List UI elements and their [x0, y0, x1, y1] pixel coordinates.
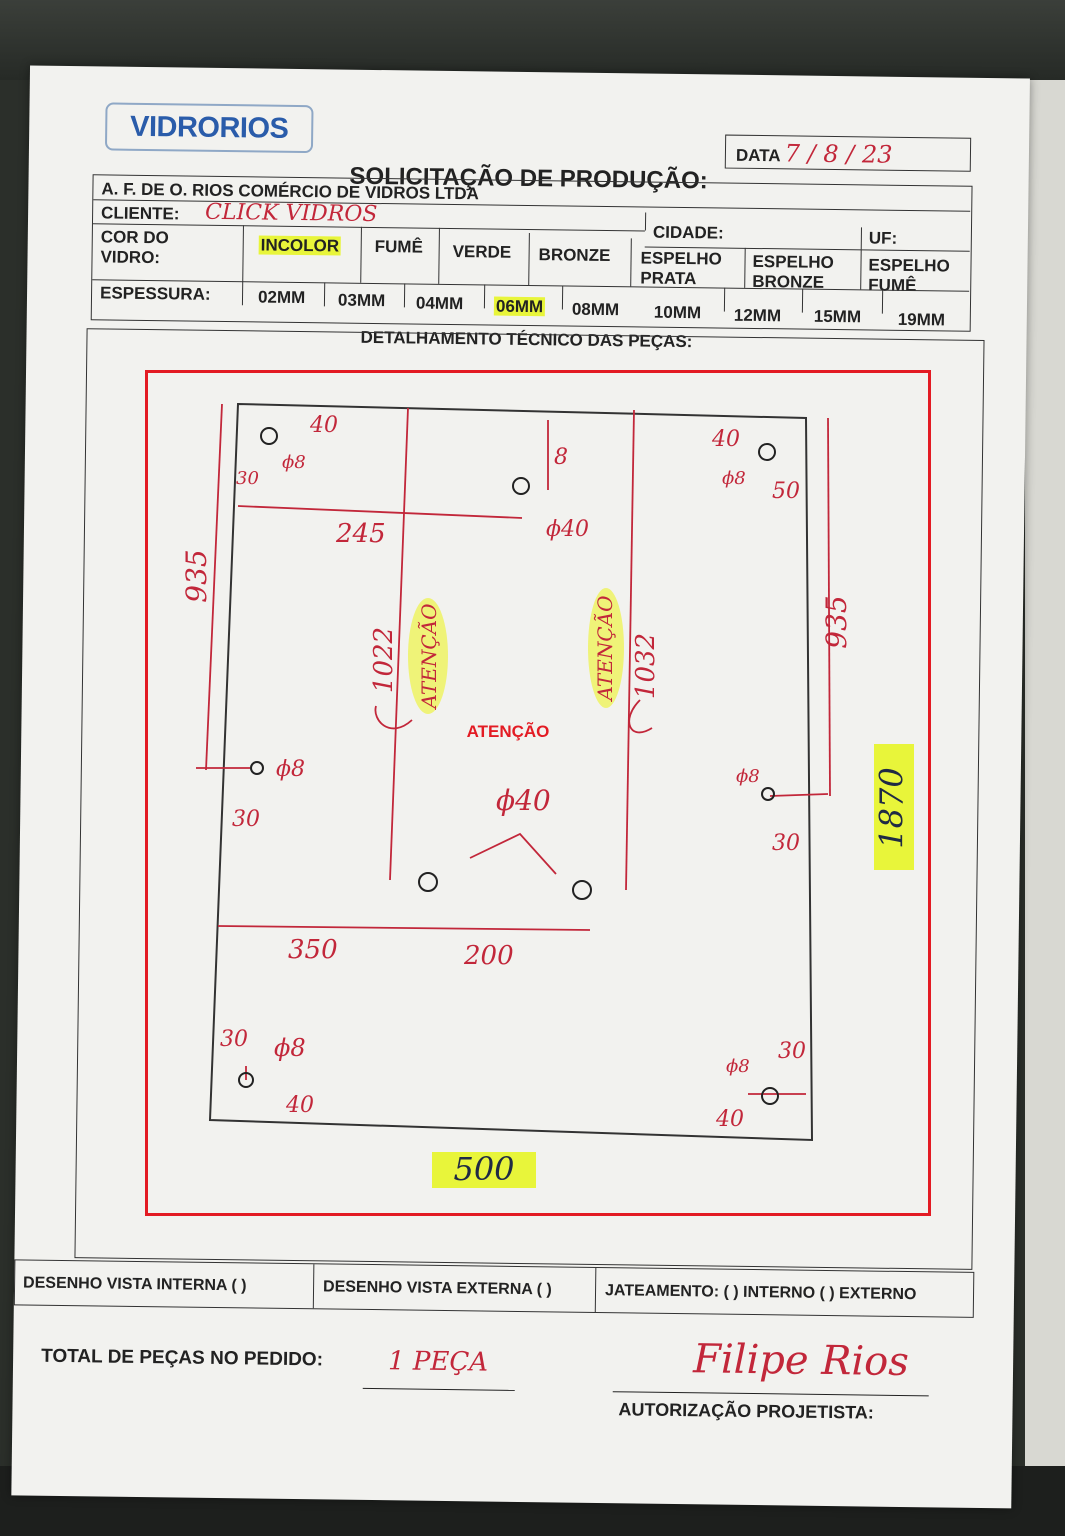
label-mr-phi8: ϕ8 — [736, 766, 760, 787]
hole-mid-left — [250, 761, 264, 775]
label-tr-phi8: ϕ8 — [722, 468, 746, 489]
drawing-labels: 40 30 ϕ8 8 ϕ40 245 40 ϕ8 50 935 935 1022… — [180, 413, 853, 1132]
label-tl-40: 40 — [309, 413, 338, 438]
hole-top-center — [512, 477, 530, 495]
hole-center-right — [572, 880, 592, 900]
label-br-30: 30 — [778, 1039, 806, 1064]
dim-line-1022 — [389, 407, 409, 881]
glass-panel-outline — [208, 402, 814, 1142]
label-height-1870: 1870 — [873, 767, 911, 848]
label-width-500: 500 — [453, 1150, 514, 1188]
overlay-attention-label: ATENÇÃO — [466, 722, 550, 741]
label-bl-30: 30 — [220, 1027, 248, 1052]
attention-highlight-left — [408, 598, 448, 714]
attention-note-left: ATENÇÃO — [417, 604, 441, 711]
dimension-lines — [196, 403, 831, 1095]
label-left-935: 935 — [180, 549, 213, 602]
dim-line-1032 — [625, 409, 635, 891]
label-tr-40: 40 — [711, 427, 740, 452]
label-245: 245 — [335, 519, 386, 549]
label-mr-30: 30 — [772, 831, 800, 856]
leader-1032 — [628, 699, 653, 734]
label-200: 200 — [463, 941, 514, 971]
annotation-box — [145, 370, 931, 1216]
width-highlight — [432, 1152, 536, 1188]
label-1022: 1022 — [369, 627, 399, 693]
attention-note-right: ATENÇÃO — [593, 596, 617, 703]
background-right — [1025, 80, 1065, 1536]
label-tl-30: 30 — [236, 468, 259, 489]
label-center-phi40: ϕ40 — [496, 784, 551, 817]
label-tl-phi8: ϕ8 — [282, 452, 306, 473]
hole-top-right — [758, 443, 776, 461]
hole-mid-right — [761, 787, 775, 801]
dim-line-245 — [237, 505, 523, 519]
label-br-phi8: ϕ8 — [726, 1056, 750, 1077]
label-top-8: 8 — [554, 445, 568, 470]
tick-mr — [769, 793, 829, 797]
holes — [238, 427, 779, 1105]
label-br-40: 40 — [715, 1107, 744, 1132]
hole-bottom-left — [238, 1072, 254, 1088]
label-right-935: 935 — [820, 595, 853, 648]
label-350: 350 — [288, 935, 338, 965]
height-highlight — [874, 744, 914, 870]
label-tr-50: 50 — [772, 479, 800, 504]
attention-highlight-right — [588, 588, 624, 708]
highlighted-dimensions: 1870 500 — [432, 744, 914, 1188]
label-top-phi40: ϕ40 — [546, 517, 589, 542]
label-ml-30: 30 — [232, 807, 260, 832]
attention-notes: ATENÇÃO ATENÇÃO — [408, 588, 624, 714]
dim-line-left-935 — [205, 403, 223, 771]
hole-top-left — [260, 427, 278, 445]
hole-center-left — [418, 872, 438, 892]
dim-line-right-935 — [827, 417, 831, 797]
leader-1022 — [374, 705, 413, 730]
label-bl-40: 40 — [285, 1093, 314, 1118]
center-holes-leader — [469, 832, 557, 875]
dim-line-350-200 — [217, 925, 591, 931]
hole-bottom-right — [761, 1087, 779, 1105]
label-1032: 1032 — [631, 633, 661, 699]
label-bl-phi8: ϕ8 — [274, 1034, 306, 1062]
glass-outline — [208, 402, 814, 1142]
label-ml-phi8: ϕ8 — [276, 757, 305, 782]
